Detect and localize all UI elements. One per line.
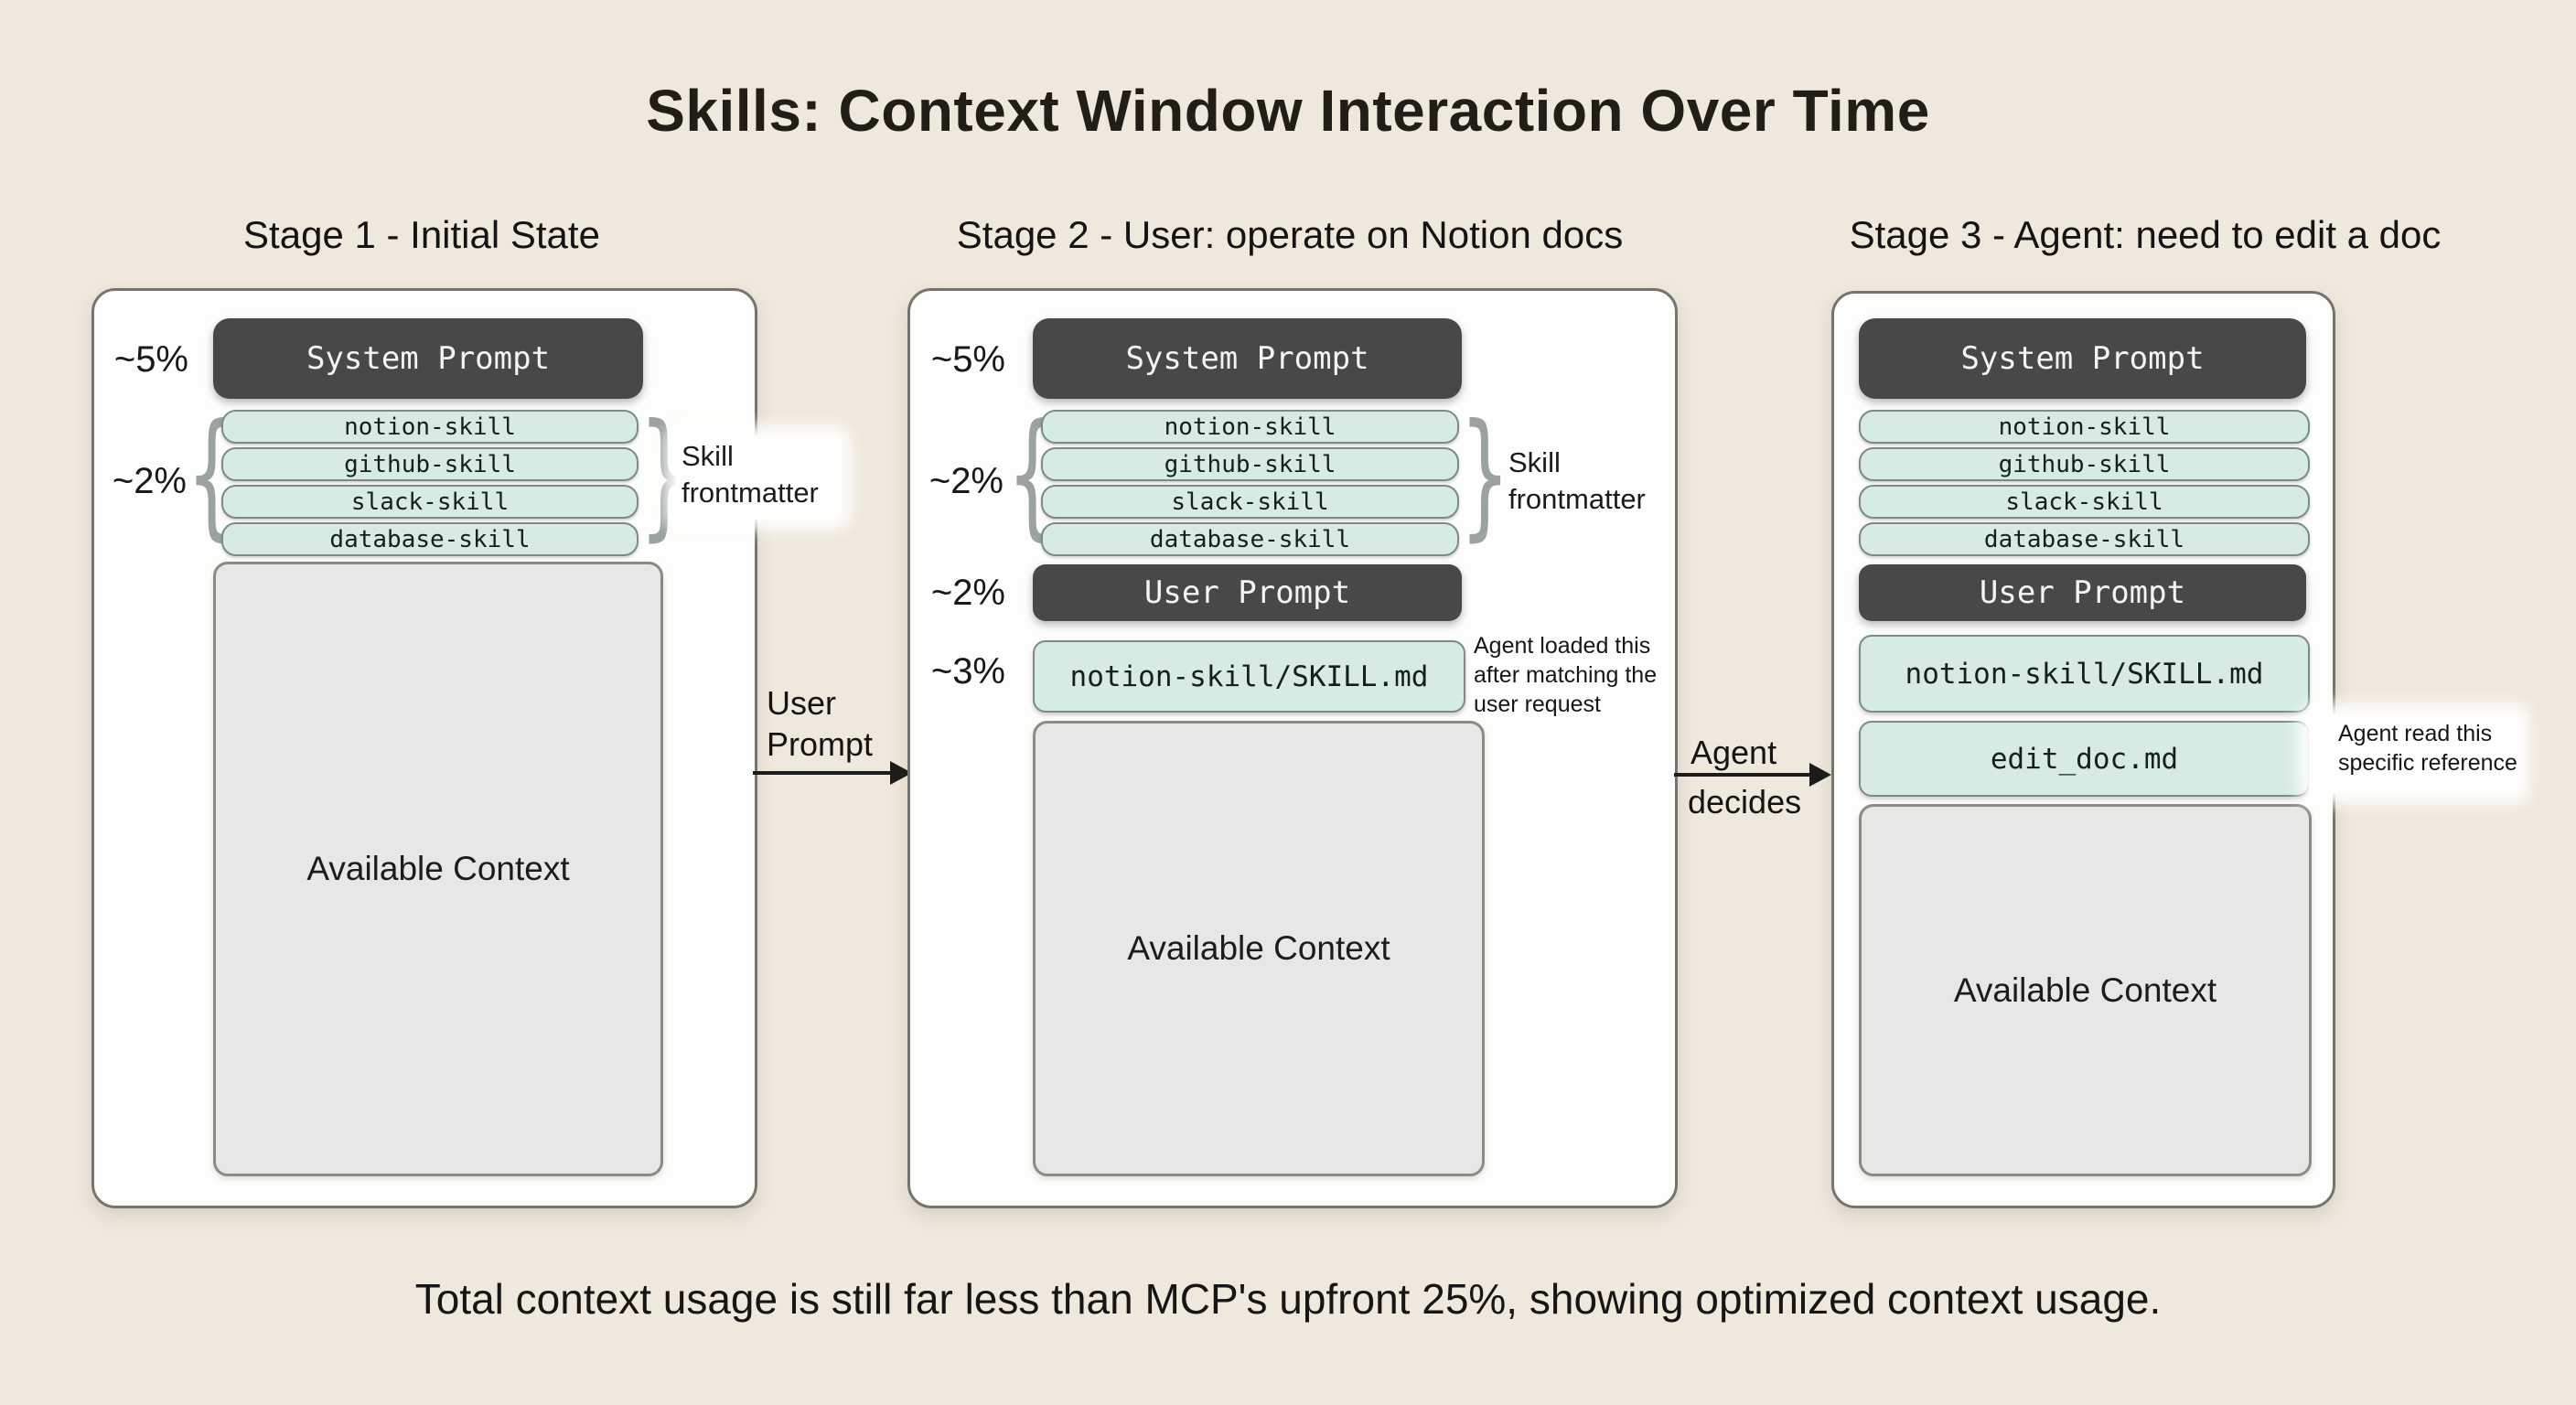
- bottom-caption: Total context usage is still far less th…: [414, 1275, 2162, 1323]
- transition1-arrow-line: [753, 771, 892, 775]
- stage2-available-context-box: Available Context: [1033, 721, 1485, 1176]
- stage2-system-pct: ~5%: [930, 339, 1005, 380]
- stage2-skills-brace-left: {: [1006, 395, 1057, 554]
- stage3-skill-md-box: notion-skill/SKILL.md: [1859, 635, 2310, 713]
- stage2-skill-md-box: notion-skill/SKILL.md: [1033, 640, 1465, 713]
- stage2-user-prompt-box: User Prompt: [1033, 564, 1462, 621]
- stage3-skill-pill: notion-skill: [1859, 410, 2310, 444]
- stage1-skills-brace-left: {: [186, 395, 237, 554]
- stage1-system-pct: ~5%: [113, 339, 188, 380]
- stage2-frontmatter-label: Skill frontmatter: [1508, 446, 1646, 515]
- stage1-skill-pill: slack-skill: [221, 485, 639, 519]
- stage2-skill-pill: notion-skill: [1041, 410, 1459, 444]
- transition2-label-bottom: decides: [1688, 783, 1802, 820]
- stage2-skills-pct: ~2%: [928, 461, 1004, 501]
- stage2-skill-md-note: Agent loaded this after matching the use…: [1474, 633, 1658, 717]
- stage2-skill-md-pct: ~3%: [930, 651, 1005, 692]
- stage1-skill-pill: database-skill: [221, 522, 639, 556]
- stage3-available-context-box: Available Context: [1859, 804, 2312, 1176]
- stage3-skill-pill: slack-skill: [1859, 485, 2310, 519]
- transition2-label-top: Agent: [1690, 734, 1777, 771]
- stage3-panel: System Prompt notion-skill github-skill …: [1831, 291, 2335, 1208]
- stage3-skill-pill: github-skill: [1859, 447, 2310, 481]
- stage2-skill-pill: github-skill: [1041, 447, 1459, 481]
- stage1-heading: Stage 1 - Initial State: [243, 213, 600, 256]
- stage3-edit-doc-box: edit_doc.md: [1859, 721, 2310, 797]
- stage3-edit-doc-note: Agent read this specific reference: [2338, 721, 2517, 776]
- stage1-skills-brace-right: }: [639, 395, 690, 554]
- stage2-skill-pill: database-skill: [1041, 522, 1459, 556]
- transition2-arrow-line: [1674, 773, 1811, 777]
- stage1-skill-pill: notion-skill: [221, 410, 639, 444]
- transition1-label: User Prompt: [767, 684, 874, 763]
- stage1-skill-pill: github-skill: [221, 447, 639, 481]
- stage3-heading: Stage 3 - Agent: need to edit a doc: [1849, 213, 2442, 256]
- stage3-user-prompt-box: User Prompt: [1859, 564, 2306, 621]
- diagram-title: Skills: Context Window Interaction Over …: [646, 78, 1930, 144]
- stage3-edit-doc-note-backdrop: [2309, 713, 2519, 794]
- stage1-system-prompt-box: System Prompt: [213, 318, 643, 399]
- transition2-arrow-head: [1809, 763, 1831, 787]
- stage2-heading: Stage 2 - User: operate on Notion docs: [956, 213, 1624, 256]
- stage2-skills-brace-right: }: [1459, 395, 1510, 554]
- stage3-skill-pill: database-skill: [1859, 522, 2310, 556]
- stage1-skills-pct: ~2%: [112, 461, 187, 501]
- stage1-frontmatter-label: Skill frontmatter: [682, 440, 819, 509]
- stage2-user-prompt-pct: ~2%: [930, 573, 1005, 613]
- stage1-available-context-box: Available Context: [213, 562, 663, 1176]
- stage2-panel: ~5% System Prompt { ~2% notion-skill git…: [907, 288, 1678, 1208]
- stage2-system-prompt-box: System Prompt: [1033, 318, 1462, 399]
- stage1-frontmatter-label-backdrop: [676, 435, 841, 520]
- stage2-skill-pill: slack-skill: [1041, 485, 1459, 519]
- stage3-system-prompt-box: System Prompt: [1859, 318, 2306, 399]
- stage1-panel: ~5% System Prompt { ~2% notion-skill git…: [91, 288, 841, 1208]
